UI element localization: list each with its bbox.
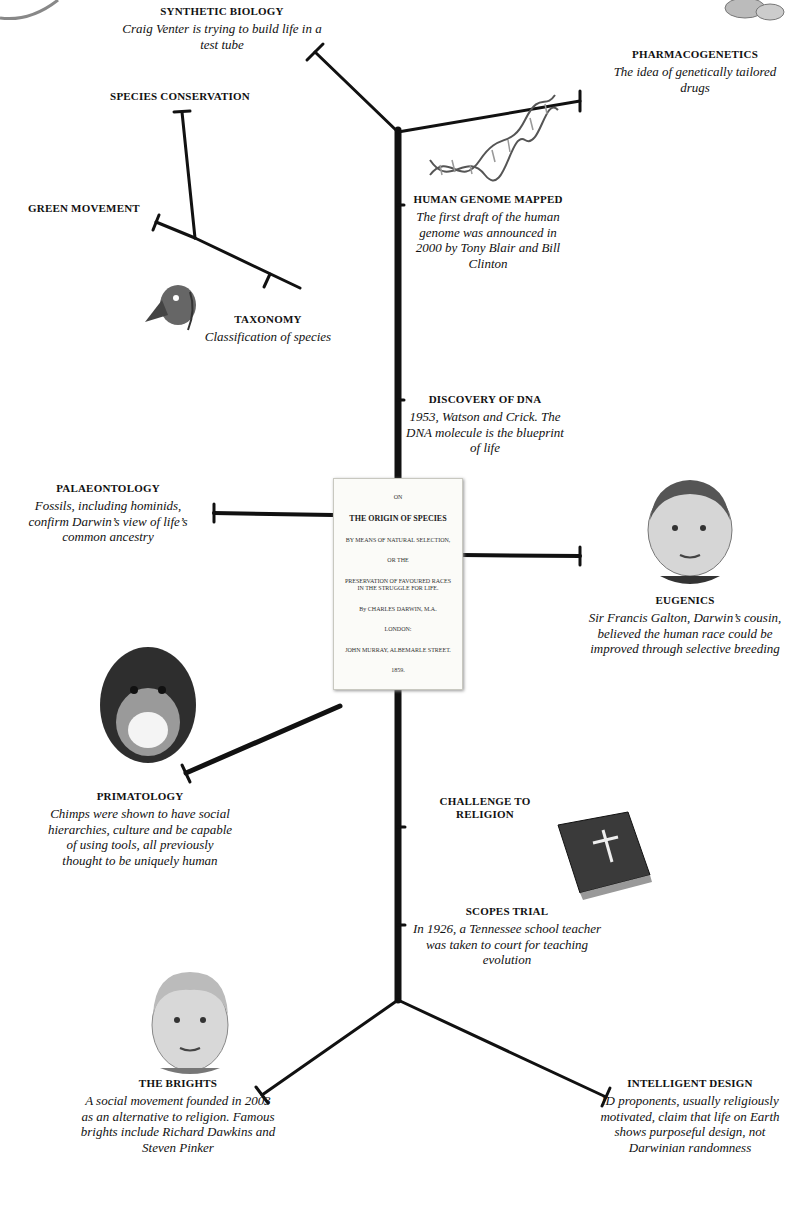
title-page-text: LONDON: xyxy=(385,626,412,633)
tree-branches xyxy=(153,44,610,1106)
trunk-tick xyxy=(398,399,404,402)
branch-description: The idea of genetically tailored drugs xyxy=(600,64,790,95)
branch-description: 1953, Watson and Crick. The DNA molecule… xyxy=(405,409,565,456)
branch-description: Fossils, including hominids, confirm Dar… xyxy=(18,498,198,545)
book-title-page: ON THE ORIGIN OF SPECIES BY MEANS OF NATUR… xyxy=(333,478,463,690)
branch-description: The first draft of the human genome was … xyxy=(413,209,563,271)
branch-description: In 1926, a Tennessee school teacher was … xyxy=(412,921,602,968)
title-page-text: ON xyxy=(394,494,403,501)
branch-heading: SPECIES CONSERVATION xyxy=(90,90,270,103)
trunk-tick xyxy=(398,204,404,207)
branch xyxy=(195,238,300,288)
galton-portrait xyxy=(648,480,732,584)
flower-illustration xyxy=(756,4,784,20)
branch-cap xyxy=(579,547,582,565)
branch xyxy=(398,1000,606,1097)
title-page-text: 1859. xyxy=(391,667,405,674)
title-page-text: OR THE xyxy=(387,557,408,564)
dna-helix xyxy=(430,95,558,180)
trunk-tick xyxy=(398,924,405,927)
branch-cap xyxy=(153,215,159,230)
branch-cap xyxy=(579,91,582,111)
branch xyxy=(186,706,340,773)
branch-cap xyxy=(182,765,190,782)
title-page-text: PRESERVATION OF FAVOURED RACES IN THE ST… xyxy=(342,578,454,592)
branch xyxy=(182,112,195,238)
branch xyxy=(262,1000,398,1095)
branch-description: Chimps were shown to have social hierarc… xyxy=(45,806,235,868)
dawkins-portrait xyxy=(152,972,228,1074)
bible-book xyxy=(558,812,652,900)
branch-heading: DISCOVERY OF DNA xyxy=(405,393,565,406)
branch-description: Sir Francis Galton, Darwin’s cousin, bel… xyxy=(587,610,783,657)
branch xyxy=(463,555,580,556)
title-page-text: BY MEANS OF NATURAL SELECTION, xyxy=(346,537,451,544)
branch-heading: TAXONOMY xyxy=(188,313,348,326)
branch-heading: GREEN MOVEMENT xyxy=(28,202,168,215)
branch xyxy=(156,222,195,238)
branch xyxy=(315,52,398,132)
title-page-text: By CHARLES DARWIN, M.A. xyxy=(359,606,436,613)
branch-cap xyxy=(307,44,323,60)
branch-heading: PALAEONTOLOGY xyxy=(18,482,198,495)
branch-cap xyxy=(213,504,216,522)
corner-ornaments xyxy=(0,0,784,20)
branch-heading: PHARMACOGENETICS xyxy=(600,48,790,61)
branch xyxy=(398,101,580,132)
branch-description: Classification of species xyxy=(188,329,348,345)
circle-edge xyxy=(0,0,58,19)
branch-heading: EUGENICS xyxy=(587,594,783,607)
branch-heading: SCOPES TRIAL xyxy=(412,905,602,918)
branch-heading: HUMAN GENOME MAPPED xyxy=(413,193,563,206)
branch-description: ID proponents, usually religiously motiv… xyxy=(587,1093,793,1155)
branch-cap xyxy=(174,111,190,112)
finch-head xyxy=(145,285,196,330)
branch-heading: THE BRIGHTS xyxy=(78,1077,278,1090)
branch xyxy=(214,513,333,515)
chimp-head xyxy=(100,647,196,763)
branch-description: A social movement founded in 2003 as an … xyxy=(78,1093,278,1155)
title-page-text: THE ORIGIN OF SPECIES xyxy=(349,514,446,523)
branch-heading: CHALLENGE TO RELIGION xyxy=(430,795,540,821)
branch-heading: PRIMATOLOGY xyxy=(45,790,235,803)
branch-tick xyxy=(264,274,270,287)
branch-description: Craig Venter is trying to build life in … xyxy=(122,21,322,52)
title-page-text: JOHN MURRAY, ALBEMARLE STREET. xyxy=(345,647,451,654)
branch-heading: INTELLIGENT DESIGN xyxy=(587,1077,793,1090)
trunk-tick xyxy=(398,826,405,829)
branch-heading: SYNTHETIC BIOLOGY xyxy=(122,5,322,18)
